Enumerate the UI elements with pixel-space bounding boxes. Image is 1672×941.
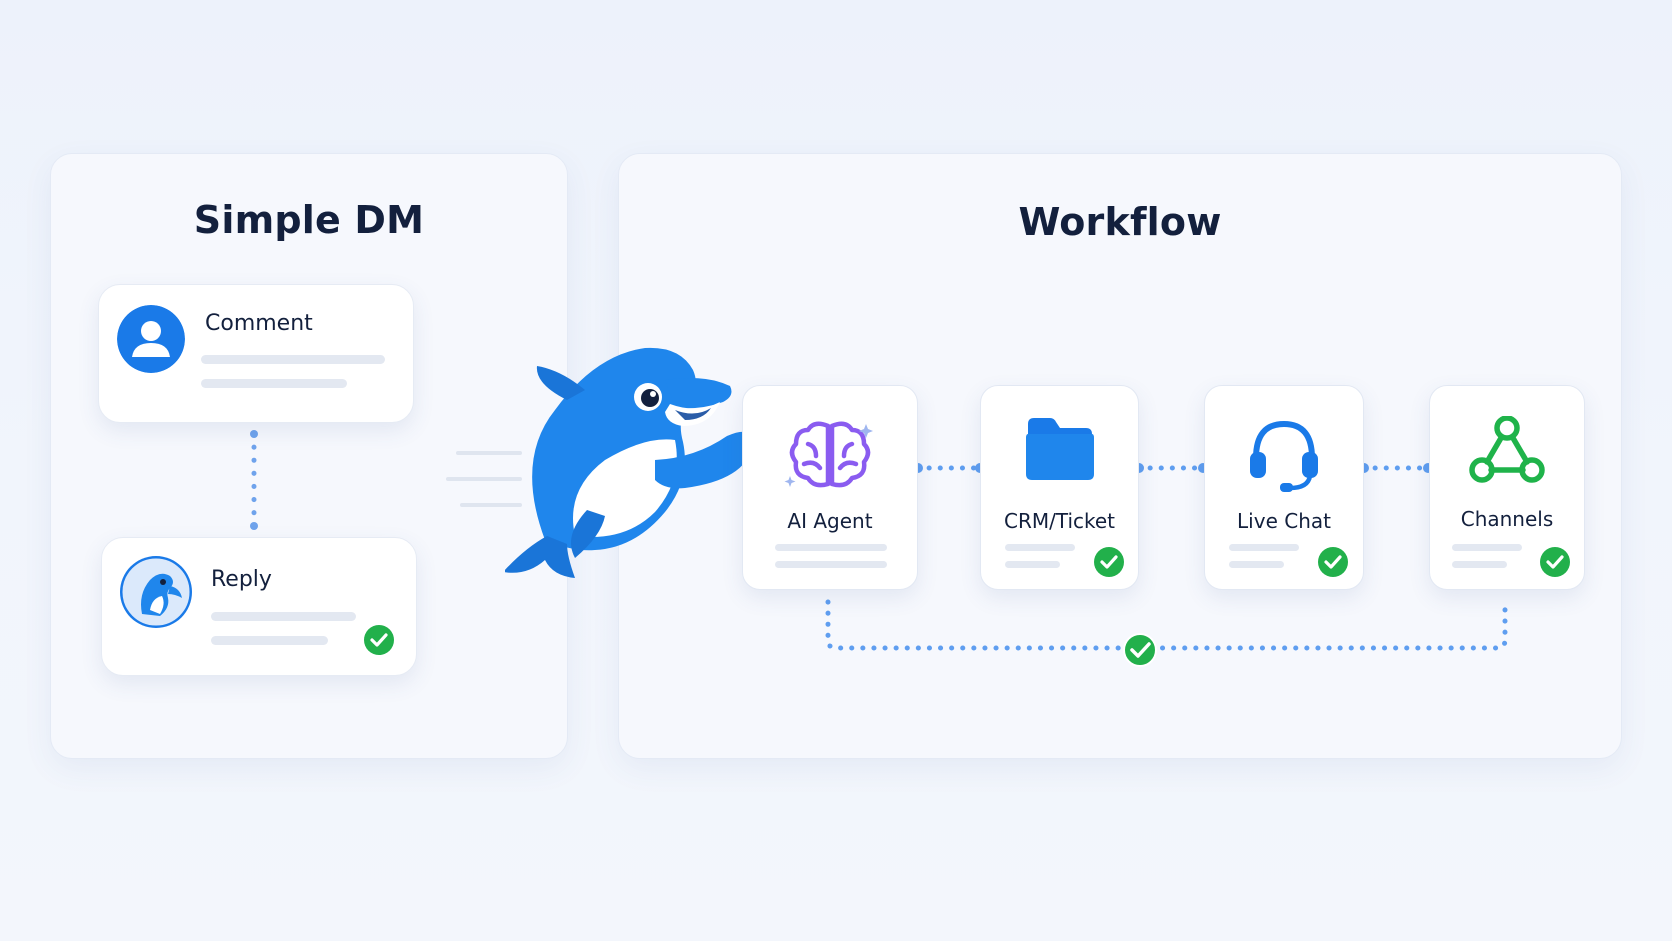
- comment-card: Comment: [98, 284, 414, 423]
- node-ai-agent[interactable]: AI Agent: [742, 385, 918, 590]
- placeholder-line: [1452, 561, 1507, 568]
- node-label-ai-agent: AI Agent: [787, 509, 873, 533]
- user-avatar-icon: [117, 305, 185, 373]
- node-channels[interactable]: Channels: [1429, 385, 1585, 590]
- simple-dm-title: Simple DM: [193, 198, 425, 242]
- folder-icon: [1025, 418, 1094, 480]
- dolphin-avatar-icon: [120, 556, 192, 628]
- placeholder-line: [1005, 561, 1060, 568]
- headset-icon: [1250, 420, 1318, 492]
- node-label-live-chat: Live Chat: [1237, 509, 1331, 533]
- placeholder-line: [211, 636, 328, 645]
- network-nodes-icon: [1469, 416, 1545, 483]
- brain-sparkle-icon: [784, 421, 873, 488]
- reply-card: Reply: [101, 537, 417, 676]
- placeholder-line: [201, 355, 385, 364]
- placeholder-line: [201, 379, 347, 388]
- check-icon: [1318, 547, 1348, 577]
- placeholder-line: [1229, 544, 1299, 551]
- check-icon: [364, 625, 394, 655]
- node-label-crm-ticket: CRM/Ticket: [1003, 509, 1116, 533]
- node-live-chat[interactable]: Live Chat: [1204, 385, 1364, 590]
- placeholder-line: [1452, 544, 1522, 551]
- reply-label: Reply: [211, 567, 272, 592]
- placeholder-line: [211, 612, 356, 621]
- placeholder-line: [1005, 544, 1075, 551]
- placeholder-line: [775, 561, 887, 568]
- placeholder-line: [1229, 561, 1284, 568]
- check-icon: [1094, 547, 1124, 577]
- dolphin-mascot-icon: [505, 347, 754, 578]
- placeholder-line: [775, 544, 887, 551]
- comment-label: Comment: [205, 311, 313, 336]
- workflow-title: Workflow: [1018, 200, 1222, 244]
- check-icon: [1540, 547, 1570, 577]
- node-crm-ticket[interactable]: CRM/Ticket: [980, 385, 1139, 590]
- node-label-channels: Channels: [1460, 507, 1554, 531]
